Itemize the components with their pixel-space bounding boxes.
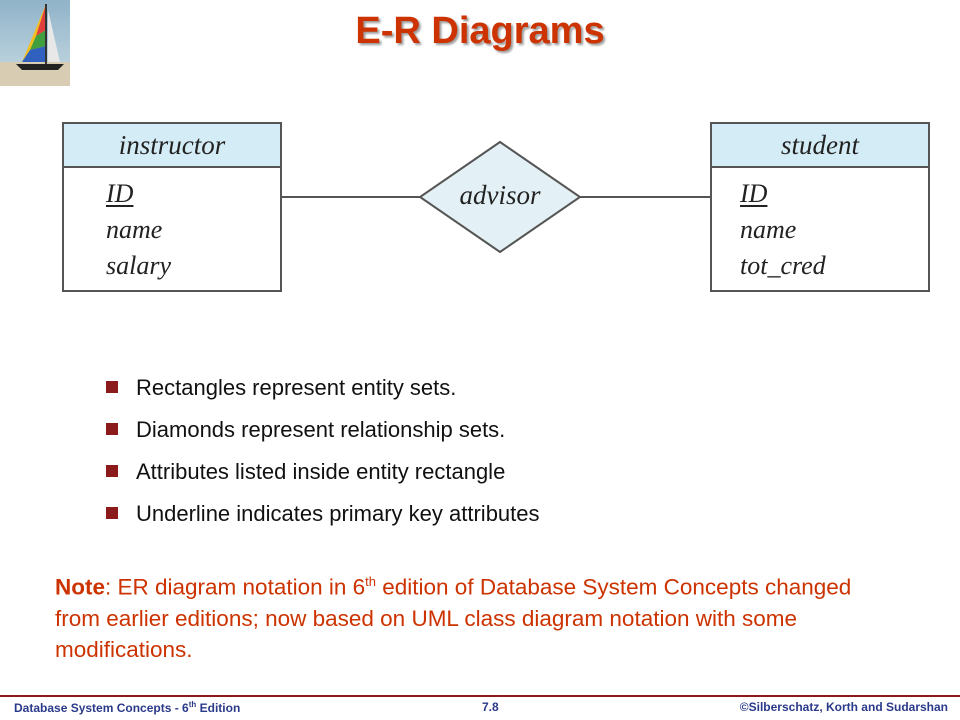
footer-book-title-suffix: Edition bbox=[196, 701, 241, 715]
bullet-item: Attributes listed inside entity rectangl… bbox=[106, 454, 540, 496]
footer-copyright: ©Silberschatz, Korth and Sudarshan bbox=[739, 700, 948, 714]
attribute: name bbox=[106, 215, 163, 244]
note-superscript: th bbox=[365, 574, 376, 589]
bullet-text: Underline indicates primary key attribut… bbox=[136, 501, 540, 526]
note-text: : ER diagram notation in 6 bbox=[105, 574, 366, 600]
note-text-continued: edition of Database System Concepts chan… bbox=[55, 574, 852, 662]
bullet-item: Rectangles represent entity sets. bbox=[106, 370, 540, 412]
footer-book-title-sup: th bbox=[188, 700, 197, 709]
note-paragraph: Note: ER diagram notation in 6th edition… bbox=[55, 566, 855, 665]
square-bullet-icon bbox=[106, 507, 118, 519]
footer-book-title-text: Database System Concepts - 6 bbox=[14, 701, 189, 715]
attribute: salary bbox=[106, 251, 171, 280]
attribute: tot_cred bbox=[740, 251, 826, 280]
entity-instructor: instructor ID name salary bbox=[62, 122, 282, 292]
attribute: name bbox=[740, 215, 797, 244]
bullet-text: Diamonds represent relationship sets. bbox=[136, 417, 506, 442]
attribute-primary-key: ID bbox=[106, 179, 134, 208]
relationship-label: advisor bbox=[459, 180, 541, 210]
square-bullet-icon bbox=[106, 465, 118, 477]
footer-book-title: Database System Concepts - 6th Edition bbox=[14, 700, 240, 715]
bullet-item: Underline indicates primary key attribut… bbox=[106, 496, 540, 538]
square-bullet-icon bbox=[106, 423, 118, 435]
footer-page-number: 7.8 bbox=[482, 700, 499, 714]
note-label: Note bbox=[55, 574, 105, 600]
entity-name: instructor bbox=[64, 124, 280, 168]
footer-divider bbox=[0, 695, 960, 697]
bullet-text: Rectangles represent entity sets. bbox=[136, 375, 457, 400]
bullet-item: Diamonds represent relationship sets. bbox=[106, 412, 540, 454]
bullet-list: Rectangles represent entity sets. Diamon… bbox=[106, 370, 540, 538]
square-bullet-icon bbox=[106, 381, 118, 393]
relationship-diamond bbox=[418, 140, 582, 254]
attribute-list: ID name salary bbox=[64, 168, 280, 284]
attribute-primary-key: ID bbox=[740, 179, 768, 208]
attribute-list: ID name tot_cred bbox=[712, 168, 928, 284]
entity-student: student ID name tot_cred bbox=[710, 122, 930, 292]
entity-name: student bbox=[712, 124, 928, 168]
slide-title: E-R Diagrams bbox=[355, 10, 605, 52]
sailboat-logo-icon bbox=[0, 0, 70, 86]
bullet-text: Attributes listed inside entity rectangl… bbox=[136, 459, 506, 484]
